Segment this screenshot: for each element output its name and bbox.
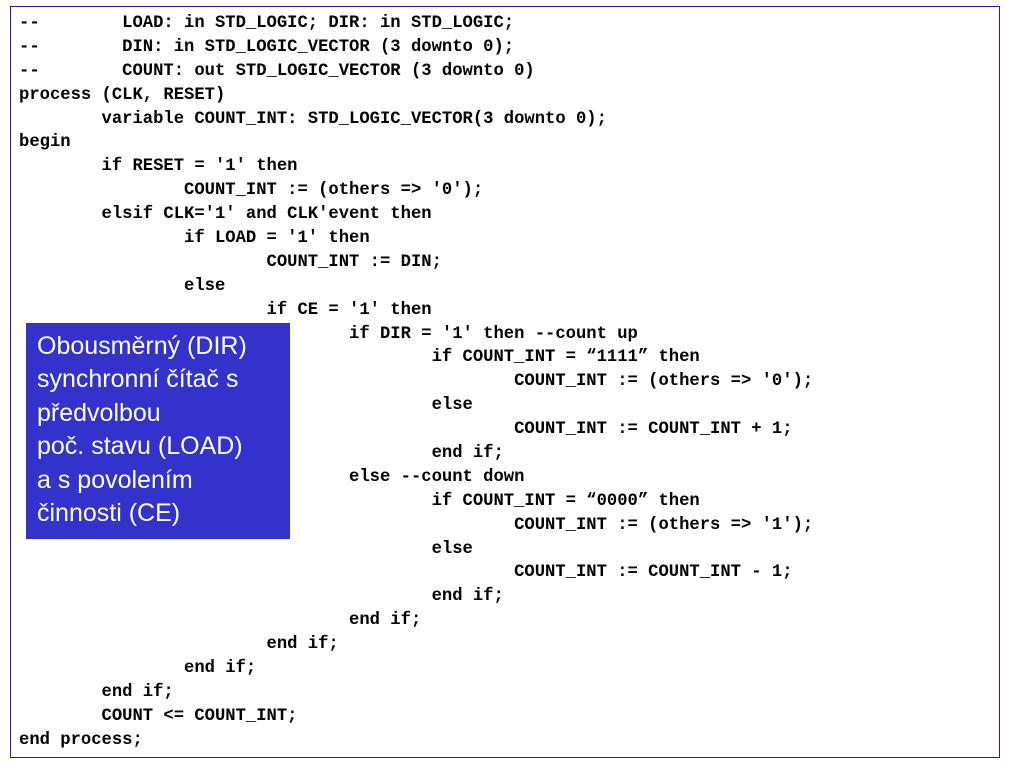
- code-line: begin: [19, 133, 71, 153]
- code-line: end if;: [19, 611, 422, 631]
- code-line: elsif CLK='1' and CLK'event then: [19, 205, 432, 225]
- code-line: end if;: [19, 682, 174, 702]
- code-line: if DIR = '1' then --count up: [19, 324, 638, 344]
- code-line: COUNT_INT := COUNT_INT - 1;: [19, 563, 793, 583]
- code-line: if COUNT_INT = “1111” then: [19, 348, 700, 368]
- code-line: if CE = '1' then: [19, 300, 432, 320]
- callout-line: Obousměrný (DIR): [37, 332, 247, 360]
- callout-line: činnosti (CE): [37, 499, 181, 528]
- code-line: COUNT_INT := (others => '0');: [19, 181, 484, 201]
- code-line: else: [19, 539, 473, 559]
- code-line: else: [431, 396, 473, 416]
- description-callout: Obousměrný (DIR) synchronní čítač s před…: [26, 323, 290, 539]
- code-line: COUNT_INT := (others => '0');: [19, 372, 814, 392]
- code-line: variable COUNT_INT: STD_LOGIC_VECTOR(3 d…: [19, 109, 607, 129]
- callout-line: poč. stavu (LOAD): [37, 432, 243, 461]
- code-line: end if;: [19, 635, 339, 655]
- code-line: if COUNT_INT = “0000” then: [19, 491, 700, 511]
- code-line: else --count down: [349, 467, 525, 487]
- code-line: else: [19, 276, 226, 296]
- code-line: COUNT_INT := DIN;: [19, 252, 442, 272]
- code-line: -- DIN: in STD_LOGIC_VECTOR (3 downto 0)…: [19, 37, 515, 57]
- vhdl-code-listing: -- LOAD: in STD_LOGIC; DIR: in STD_LOGIC…: [19, 12, 813, 753]
- code-line: if RESET = '1' then: [19, 157, 298, 177]
- code-line: end if;: [431, 444, 504, 464]
- callout-line: předvolbou: [37, 398, 161, 427]
- code-line: COUNT_INT := COUNT_INT + 1;: [19, 420, 793, 440]
- code-line: end if;: [19, 587, 504, 607]
- code-line: -- COUNT: out STD_LOGIC_VECTOR (3 downto…: [19, 61, 535, 81]
- code-line: COUNT <= COUNT_INT;: [19, 706, 298, 726]
- callout-line: synchronní čítač s: [37, 365, 239, 394]
- code-line: COUNT_INT := (others => '1');: [19, 515, 814, 535]
- code-line: end if;: [19, 659, 257, 679]
- code-line: -- LOAD: in STD_LOGIC; DIR: in STD_LOGIC…: [19, 14, 515, 33]
- callout-line: a s povolením: [37, 465, 193, 494]
- code-line: end process;: [19, 730, 143, 750]
- code-line: if LOAD = '1' then: [19, 229, 370, 249]
- code-line: process (CLK, RESET): [19, 85, 226, 105]
